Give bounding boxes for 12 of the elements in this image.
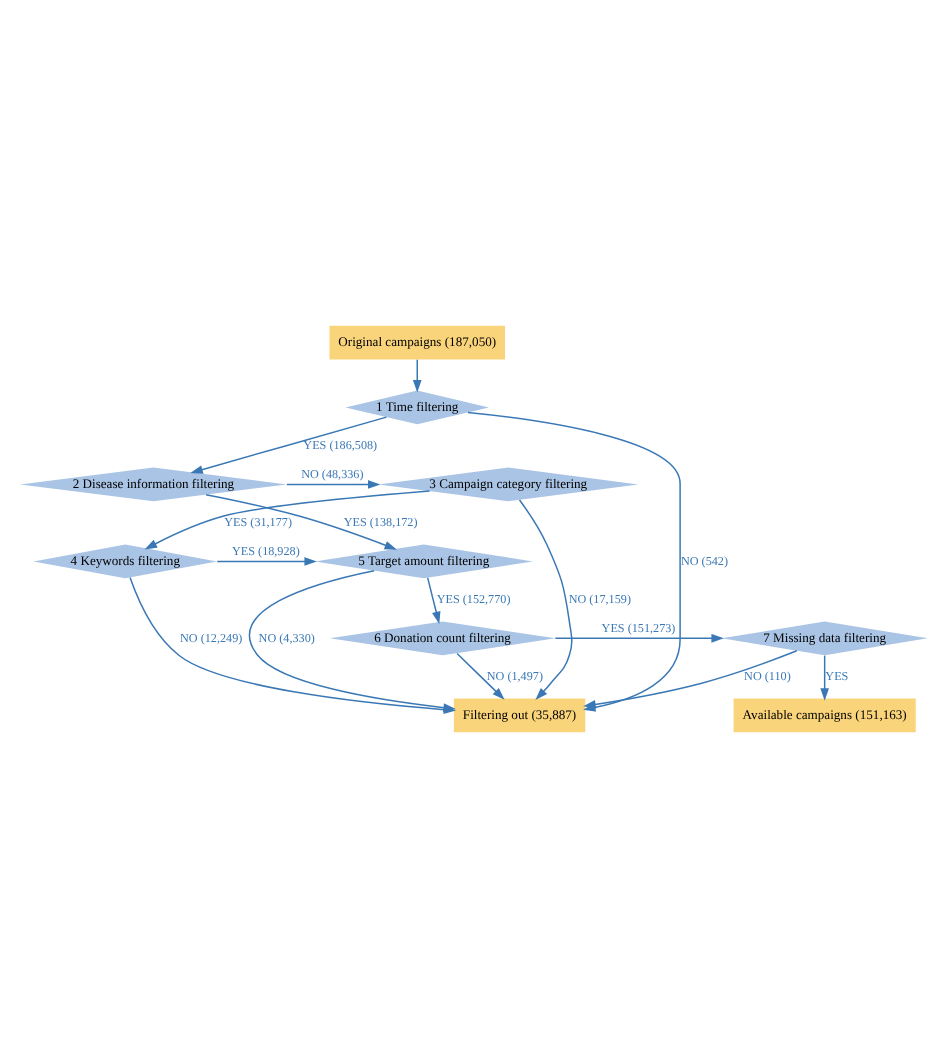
- arrow: [216, 556, 317, 565]
- arrow: [456, 651, 505, 699]
- arrow: [583, 649, 798, 708]
- arrow: [426, 576, 441, 624]
- arrow: [286, 479, 381, 488]
- arrow: [820, 653, 829, 700]
- arrow: [144, 489, 431, 549]
- arrow: [554, 633, 724, 642]
- arrow: [205, 492, 397, 549]
- arrow: [518, 498, 573, 699]
- arrow: [190, 415, 388, 473]
- arrow: [412, 358, 422, 392]
